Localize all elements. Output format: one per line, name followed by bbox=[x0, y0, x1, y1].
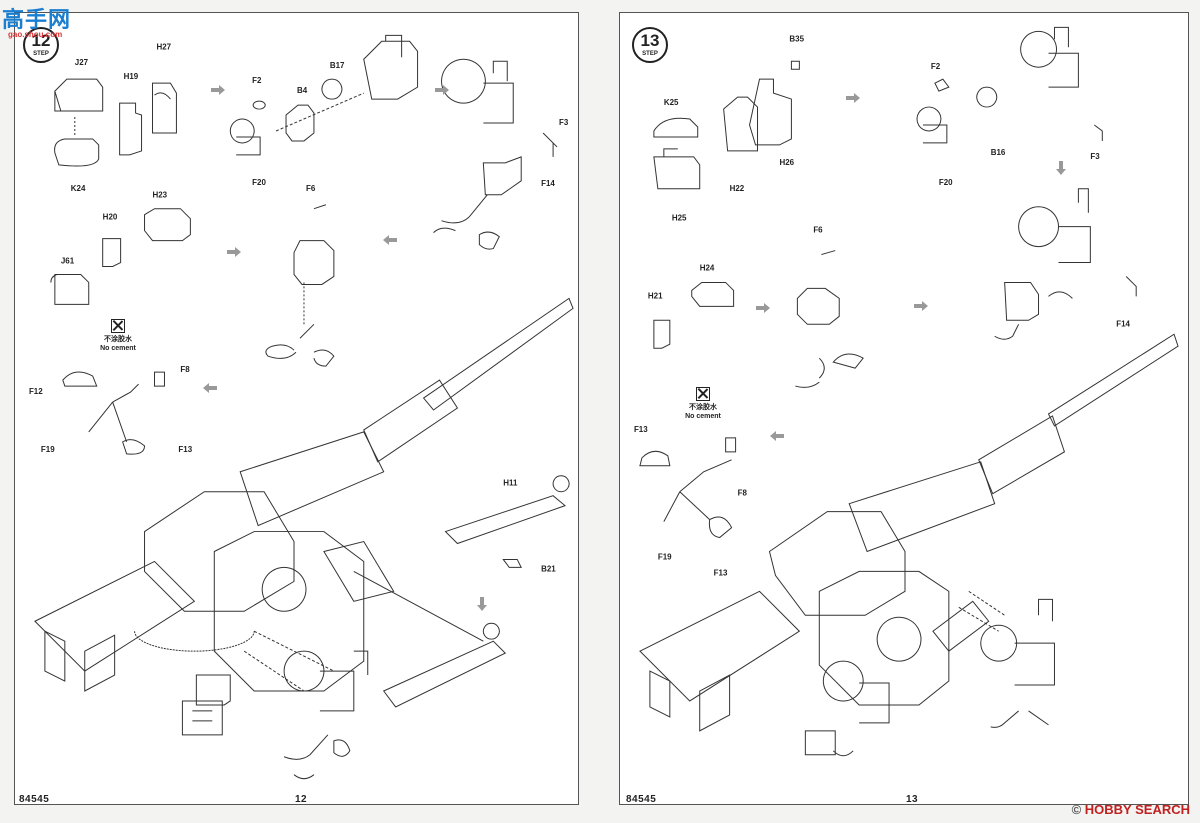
label-B21: B21 bbox=[541, 564, 556, 573]
label-F20: F20 bbox=[939, 178, 953, 187]
label-F13-bottom: F13 bbox=[714, 568, 728, 577]
label-F8: F8 bbox=[738, 489, 748, 498]
label-K25: K25 bbox=[664, 98, 679, 107]
label-B17: B17 bbox=[330, 61, 345, 70]
label-H27: H27 bbox=[156, 42, 171, 51]
label-F13-top: F13 bbox=[634, 425, 648, 434]
label-H20: H20 bbox=[103, 213, 118, 222]
no-cement-en: No cement bbox=[100, 345, 136, 352]
no-cement-icon bbox=[696, 387, 710, 401]
flow-arrow-icon bbox=[914, 301, 928, 311]
label-F14: F14 bbox=[541, 179, 555, 188]
label-J61: J61 bbox=[61, 257, 75, 266]
flow-arrow-down-icon bbox=[1056, 161, 1066, 175]
label-F8: F8 bbox=[180, 365, 190, 374]
no-cement-cn: 不涂胶水 bbox=[104, 336, 132, 343]
label-H11: H11 bbox=[503, 479, 518, 488]
label-F2: F2 bbox=[252, 76, 262, 85]
no-cement-note: 不涂胶水 No cement bbox=[83, 319, 153, 353]
step-number: 12 bbox=[31, 31, 51, 50]
label-F3: F3 bbox=[559, 118, 569, 127]
flow-arrow-icon bbox=[227, 247, 241, 257]
label-B4: B4 bbox=[297, 86, 308, 95]
catalog-number: 84545 bbox=[626, 794, 657, 805]
step-word: STEP bbox=[33, 51, 49, 57]
assembly-diagram-left: J27 H27 H19 K24 F2 B4 B17 F20 F3 F14 H20… bbox=[29, 34, 574, 780]
flow-arrow-icon bbox=[435, 85, 449, 95]
instruction-page-left: J27 H27 H19 K24 F2 B4 B17 F20 F3 F14 H20… bbox=[14, 12, 579, 805]
label-F13: F13 bbox=[178, 445, 192, 454]
label-H21: H21 bbox=[648, 291, 663, 300]
label-F12: F12 bbox=[29, 387, 43, 396]
flow-arrow-icon bbox=[383, 235, 397, 245]
step-badge-12: 12 STEP bbox=[23, 27, 59, 63]
flow-arrow-down-icon bbox=[477, 597, 487, 611]
label-K24: K24 bbox=[71, 184, 86, 193]
step-number: 13 bbox=[640, 31, 660, 50]
watermark-copyright: © bbox=[1071, 802, 1082, 817]
assembly-diagram-right: B35 K25 H22 H26 H25 F2 F20 B16 F3 F6 H24… bbox=[634, 26, 1179, 757]
label-J27: J27 bbox=[75, 58, 89, 67]
step-badge-13: 13 STEP bbox=[632, 27, 668, 63]
label-B35: B35 bbox=[789, 34, 804, 43]
label-F19: F19 bbox=[658, 552, 672, 561]
label-H26: H26 bbox=[779, 158, 794, 167]
catalog-number: 84545 bbox=[19, 794, 50, 805]
label-H24: H24 bbox=[700, 263, 715, 272]
watermark-brand: HOBBY SEARCH bbox=[1084, 802, 1190, 817]
watermark-cn: 高手网 bbox=[2, 7, 72, 32]
step-word: STEP bbox=[642, 51, 658, 57]
label-B16: B16 bbox=[991, 148, 1006, 157]
label-F6: F6 bbox=[306, 184, 316, 193]
label-H25: H25 bbox=[672, 214, 687, 223]
flow-arrow-icon bbox=[770, 431, 784, 441]
no-cement-en: No cement bbox=[685, 413, 721, 420]
label-F2: F2 bbox=[931, 62, 941, 71]
label-F19: F19 bbox=[41, 445, 55, 454]
flow-arrow-icon bbox=[203, 383, 217, 393]
label-H22: H22 bbox=[730, 184, 745, 193]
page-number: 13 bbox=[906, 794, 919, 805]
flow-arrow-icon bbox=[846, 93, 860, 103]
label-F3: F3 bbox=[1090, 152, 1100, 161]
flow-arrow-icon bbox=[756, 303, 770, 313]
label-H19: H19 bbox=[124, 72, 139, 81]
no-cement-icon bbox=[111, 319, 125, 333]
no-cement-cn: 不涂胶水 bbox=[689, 404, 717, 411]
site-watermark-bottom: © HOBBY SEARCH bbox=[1072, 802, 1190, 817]
watermark-url: gao.shou.com bbox=[8, 30, 63, 39]
flow-arrow-icon bbox=[211, 85, 225, 95]
instruction-page-right: B35 K25 H22 H26 H25 F2 F20 B16 F3 F6 H24… bbox=[619, 12, 1189, 805]
label-F14: F14 bbox=[1116, 319, 1130, 328]
site-watermark-top: 高手网 gao.shou.com bbox=[2, 2, 71, 39]
label-F6: F6 bbox=[813, 226, 823, 235]
label-H23: H23 bbox=[153, 191, 168, 200]
no-cement-note: 不涂胶水 No cement bbox=[668, 387, 738, 421]
label-F20: F20 bbox=[252, 178, 266, 187]
page-number: 12 bbox=[295, 794, 308, 805]
